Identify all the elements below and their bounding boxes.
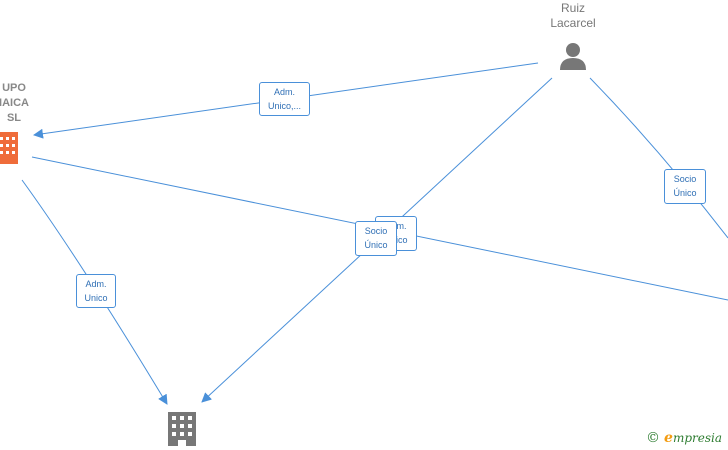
edge-ruiz-to-offscreen[interactable] xyxy=(589,77,728,239)
brand-name: mpresia xyxy=(672,431,722,445)
building-icon-grupo[interactable] xyxy=(0,132,18,164)
node-label-ruiz: Ruiz Lacarcel xyxy=(550,1,596,30)
brand-logo: ©empresia xyxy=(646,430,722,446)
edge-label-socio-unico-1[interactable]: Socio Único xyxy=(355,221,397,256)
copyright-icon: © xyxy=(646,430,661,446)
person-icon[interactable] xyxy=(560,43,586,70)
edge-label-adm-unico-1[interactable]: Adm. Unico,... xyxy=(259,82,310,116)
edge-label-adm-unico-2[interactable]: Adm. Unico xyxy=(76,274,116,308)
edge-label-socio-unico-2[interactable]: Socio Único xyxy=(664,169,706,204)
building-icon-company[interactable] xyxy=(168,412,196,446)
brand-initial: e xyxy=(664,430,673,446)
node-label-grupo: UPO IAICA SL xyxy=(0,82,29,124)
